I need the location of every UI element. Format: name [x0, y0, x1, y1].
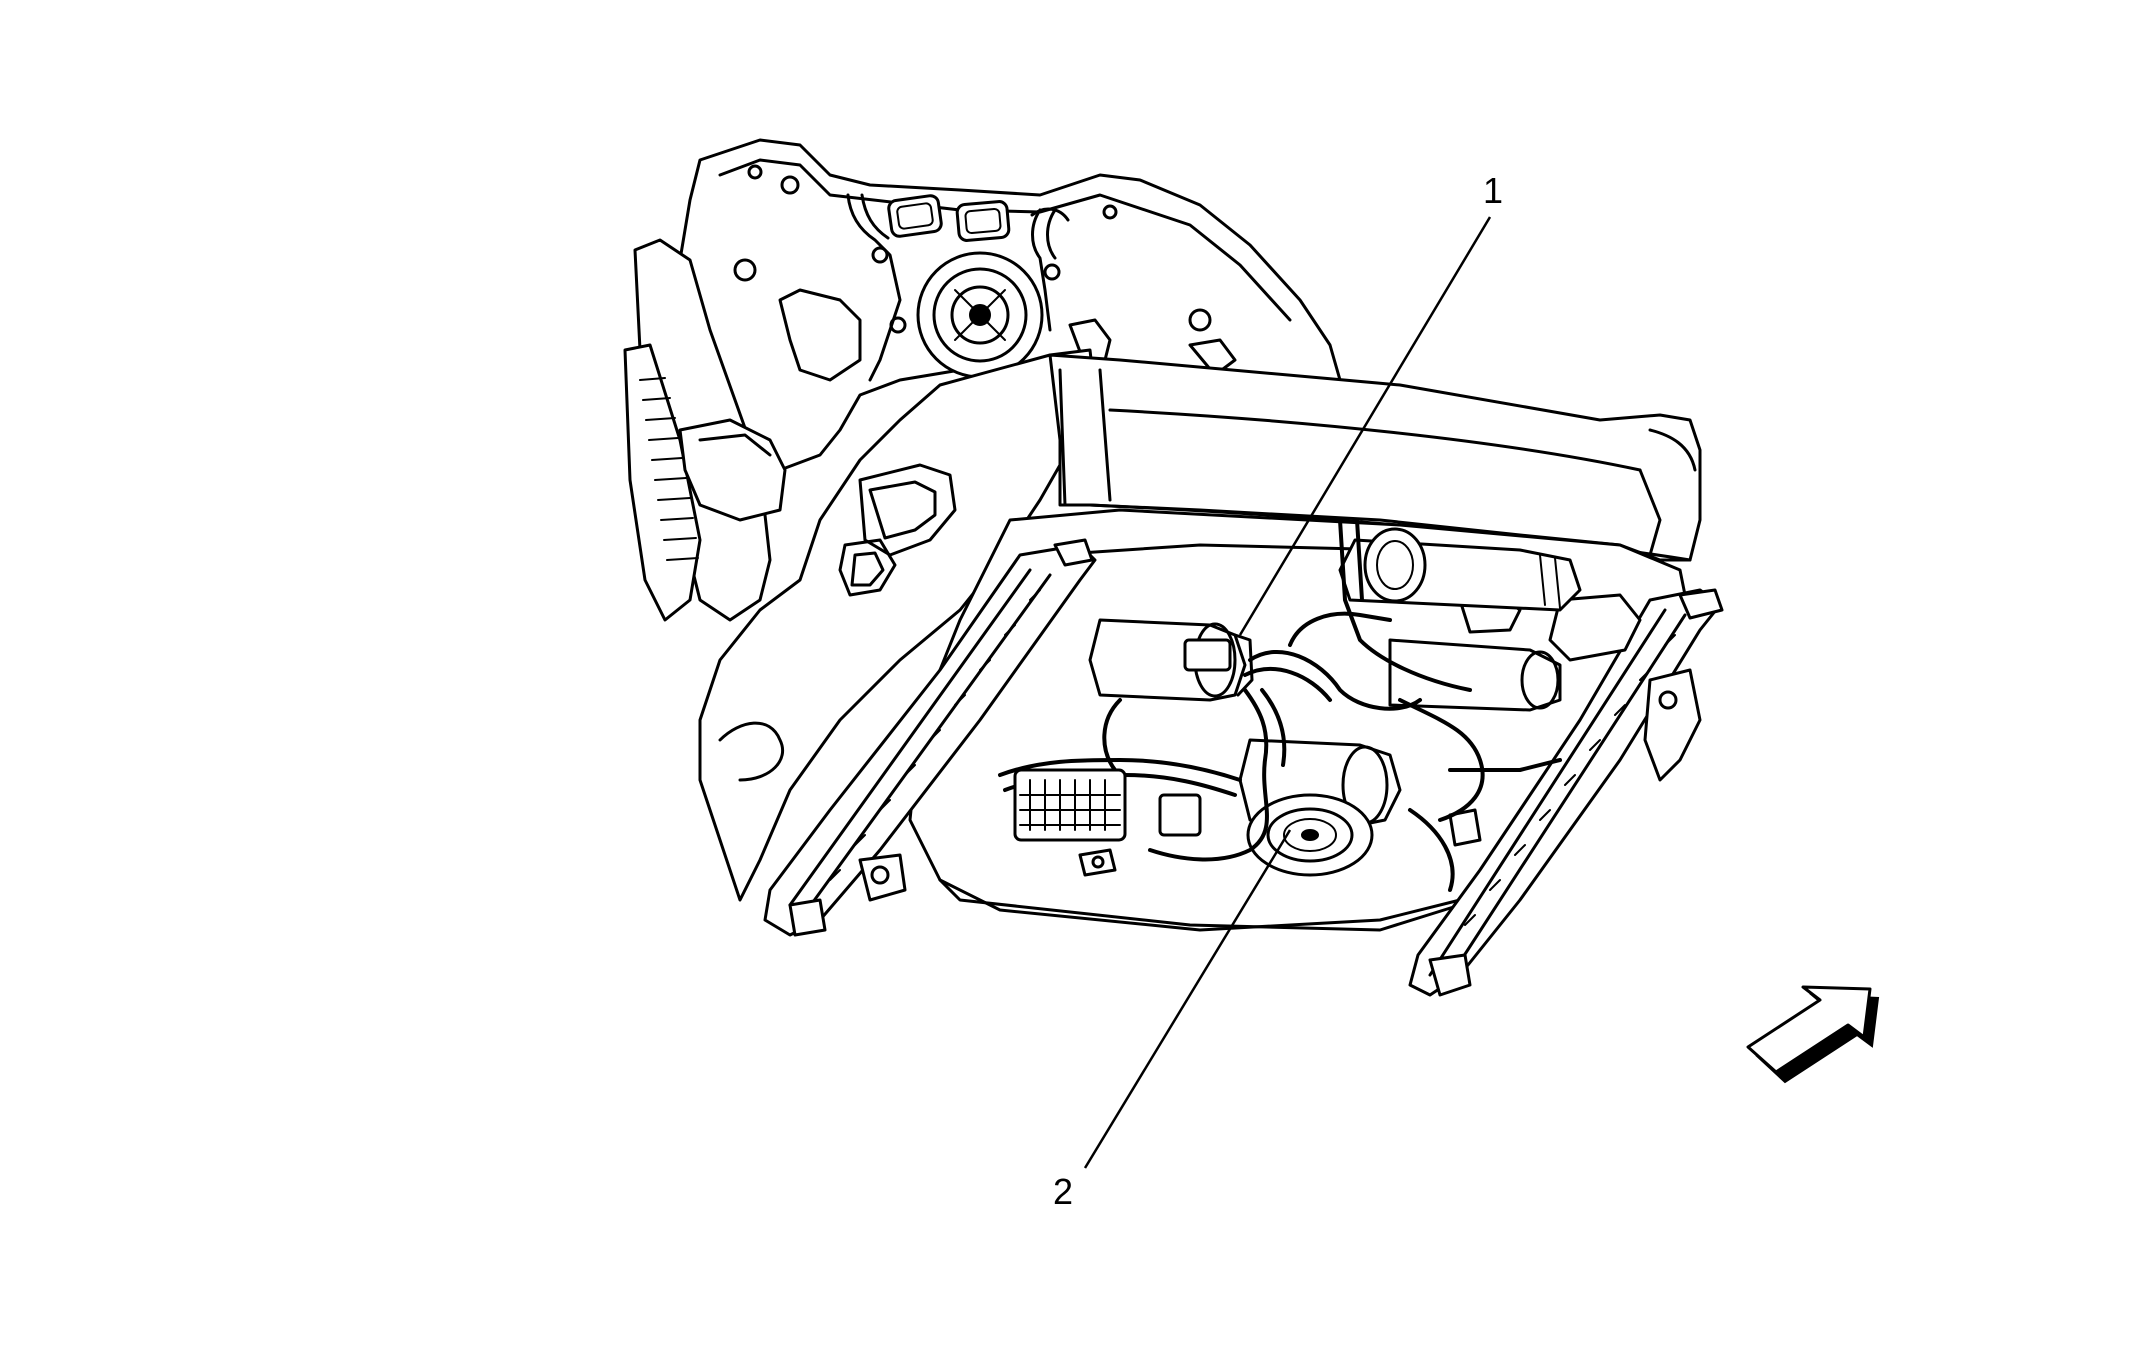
seat-cushion-front-panel [1048, 353, 1702, 562]
leader-line-1 [1238, 216, 1492, 636]
leader-line-2 [1083, 829, 1292, 1169]
callout-label-1: 1 [1483, 170, 1503, 211]
seat-adjuster-motors [1088, 527, 1582, 827]
seat-track-right [1408, 588, 1724, 997]
direction-arrow-icon [1746, 985, 1880, 1084]
seat-back-left-bolster [623, 238, 787, 622]
callout-label-2: 2 [1053, 1171, 1073, 1212]
seat-wiring-harness [998, 518, 1562, 892]
seat-cushion-motor-disk [1246, 793, 1374, 877]
seat-right-bracket [1458, 593, 1642, 662]
seat-track-left [763, 538, 1097, 937]
